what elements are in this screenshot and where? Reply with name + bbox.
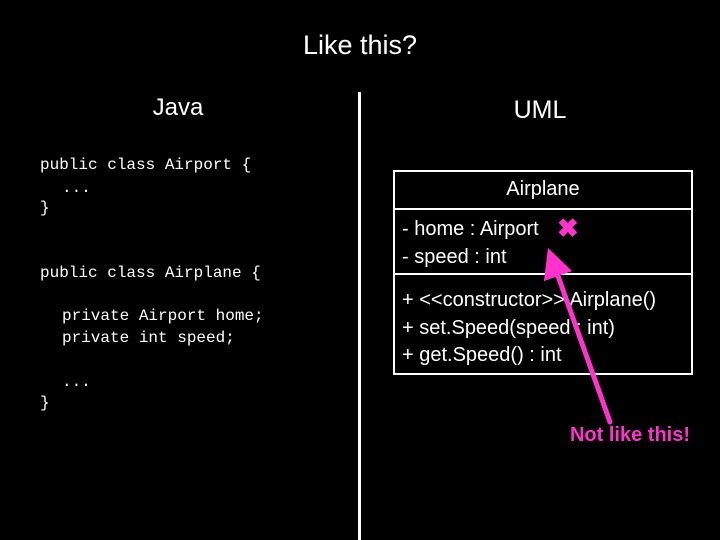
airplane-class-body: ... xyxy=(62,373,91,391)
uml-attribute-speed: - speed : int xyxy=(402,246,507,268)
uml-operation-set-speed: + set.Speed(speed : int) xyxy=(402,317,615,339)
column-divider xyxy=(358,92,361,540)
airport-class-body: ... xyxy=(62,179,91,197)
uml-operation-get-speed: + get.Speed() : int xyxy=(402,344,562,366)
uml-name-separator xyxy=(393,208,693,210)
uml-class-box xyxy=(393,170,693,375)
field-speed: private int speed; xyxy=(62,329,235,347)
uml-heading: UML xyxy=(513,96,567,124)
slide-title: Like this? xyxy=(302,30,418,60)
airplane-closing-brace: } xyxy=(40,394,50,412)
uml-attribute-home: - home : Airport xyxy=(402,218,539,240)
field-home: private Airport home; xyxy=(62,307,264,325)
uml-class-name: Airplane xyxy=(506,178,580,200)
uml-operation-constructor: + <<constructor>> Airplane() xyxy=(402,289,657,311)
uml-attribute-separator xyxy=(393,273,693,275)
cross-mark-icon: ✖ xyxy=(557,213,579,243)
java-heading: Java xyxy=(152,94,204,121)
airport-closing-brace: } xyxy=(40,199,50,217)
arrow-line xyxy=(543,247,613,425)
airport-class-declaration: public class Airport { xyxy=(40,156,252,174)
airplane-class-declaration: public class Airplane { xyxy=(40,264,261,282)
annotation-text: Not like this! xyxy=(569,424,690,446)
